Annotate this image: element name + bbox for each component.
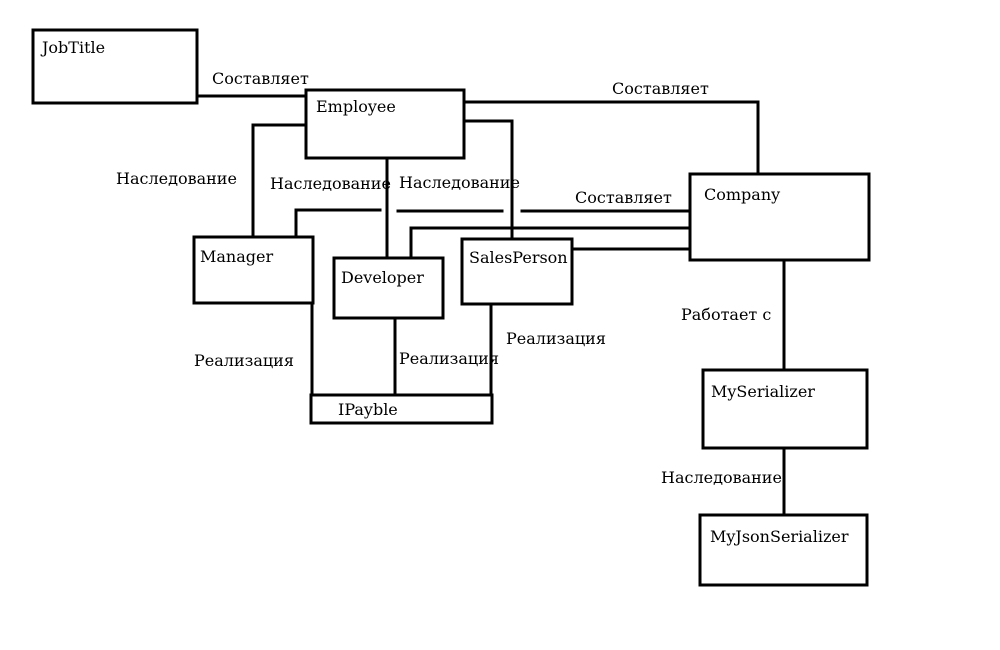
json-inherits-label: Наследование xyxy=(661,468,782,487)
relation-labels: Составляет Составляет Наследование Насле… xyxy=(116,69,782,487)
company-label: Company xyxy=(704,185,780,204)
sales-person-label: SalesPerson xyxy=(469,248,568,267)
salesperson-inheritance-line xyxy=(462,119,514,241)
my-json-serializer-class: MyJsonSerializer xyxy=(698,513,869,587)
job-title-class: JobTitle xyxy=(31,28,199,105)
employee-company-line xyxy=(462,100,760,176)
developer-class: Developer xyxy=(332,256,445,320)
ipayble-interface: IPayble xyxy=(309,393,494,425)
sales-person-class: SalesPerson xyxy=(460,237,574,306)
developer-realizes-label: Реализация xyxy=(399,349,499,368)
jobtitle-employee-label: Составляет xyxy=(212,69,309,88)
manager-realizes-label: Реализация xyxy=(194,351,294,370)
my-serializer-class: MySerializer xyxy=(701,368,869,450)
developer-label: Developer xyxy=(341,268,424,287)
employee-class: Employee xyxy=(304,88,466,160)
connectors xyxy=(195,94,786,517)
salesperson-realizes-label: Реализация xyxy=(506,329,606,348)
developer-inherits-label: Наследование xyxy=(270,174,391,193)
company-class: Company xyxy=(688,172,871,262)
manager-inherits-label: Наследование xyxy=(116,169,237,188)
ipayble-label: IPayble xyxy=(338,400,398,419)
manager-inheritance-line xyxy=(251,123,308,239)
employee-label: Employee xyxy=(316,97,396,116)
company-serializer-label: Работает с xyxy=(681,305,771,324)
employee-company-label: Составляет xyxy=(612,79,709,98)
manager-company-line-1 xyxy=(294,208,382,239)
salesperson-inherits-label: Наследование xyxy=(399,173,520,192)
job-title-label: JobTitle xyxy=(40,38,105,57)
developer-company-line xyxy=(409,226,692,260)
manager-label: Manager xyxy=(200,247,273,266)
staff-company-label: Составляет xyxy=(575,188,672,207)
my-serializer-label: MySerializer xyxy=(711,382,815,401)
my-json-serializer-label: MyJsonSerializer xyxy=(710,527,849,546)
manager-class: Manager xyxy=(192,235,315,305)
